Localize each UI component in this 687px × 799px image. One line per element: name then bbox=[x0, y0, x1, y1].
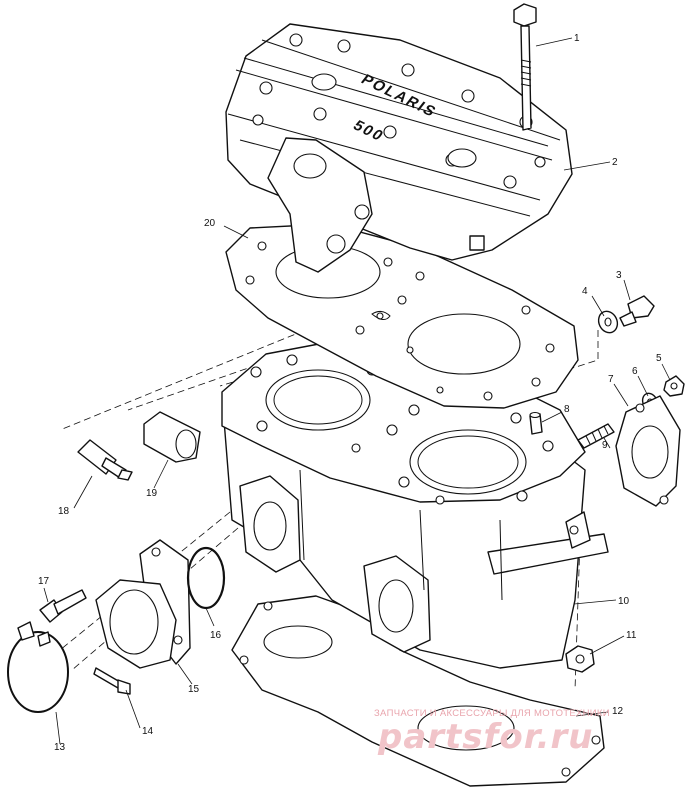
callout-19: 19 bbox=[146, 488, 158, 499]
callout-7: 7 bbox=[608, 374, 614, 385]
callout-3: 3 bbox=[616, 270, 622, 281]
callout-4: 4 bbox=[582, 286, 588, 297]
callout-13: 13 bbox=[54, 742, 66, 753]
exhaust-gasket bbox=[615, 395, 681, 507]
head-bolt bbox=[513, 3, 537, 131]
leader-lines bbox=[43, 37, 671, 745]
callout-14: 14 bbox=[142, 726, 154, 737]
callout-16: 16 bbox=[210, 630, 222, 641]
callout-6: 6 bbox=[632, 366, 638, 377]
screw-17 bbox=[39, 589, 87, 623]
callout-12: 12 bbox=[612, 706, 624, 717]
sensor-sleeve bbox=[143, 411, 201, 463]
base-gasket bbox=[231, 595, 605, 787]
temperature-sensor bbox=[77, 439, 133, 481]
intake-adapter bbox=[95, 539, 191, 669]
callout-15: 15 bbox=[188, 684, 200, 695]
screw-14 bbox=[93, 667, 131, 695]
callout-1: 1 bbox=[574, 33, 580, 44]
flange-nut bbox=[565, 645, 595, 673]
callout-9: 9 bbox=[602, 440, 608, 451]
callout-2: 2 bbox=[612, 157, 618, 168]
watermark: ЗАПЧАСТИ И АКСЕССУАРЫ ДЛЯ МОТОТЕХНИКИ pa… bbox=[374, 708, 610, 757]
o-ring bbox=[186, 546, 226, 610]
hardware-small bbox=[597, 295, 685, 412]
callout-labels: 1 2 3 4 5 6 7 8 9 10 11 12 13 14 15 16 1… bbox=[38, 33, 662, 753]
callout-11: 11 bbox=[626, 630, 637, 641]
callout-18: 18 bbox=[58, 506, 70, 517]
callout-20: 20 bbox=[204, 218, 216, 229]
cylinder-head: POLARIS 500 bbox=[225, 23, 573, 273]
callout-5: 5 bbox=[656, 353, 662, 364]
hose-clamp bbox=[7, 621, 69, 713]
dowel-and-stud bbox=[529, 411, 615, 449]
watermark-tagline: ЗАПЧАСТИ И АКСЕССУАРЫ ДЛЯ МОТОТЕХНИКИ bbox=[374, 708, 610, 719]
callout-8: 8 bbox=[564, 404, 570, 415]
callout-10: 10 bbox=[618, 596, 630, 607]
callout-17: 17 bbox=[38, 576, 50, 587]
watermark-brand: partsfor.ru bbox=[377, 717, 594, 757]
